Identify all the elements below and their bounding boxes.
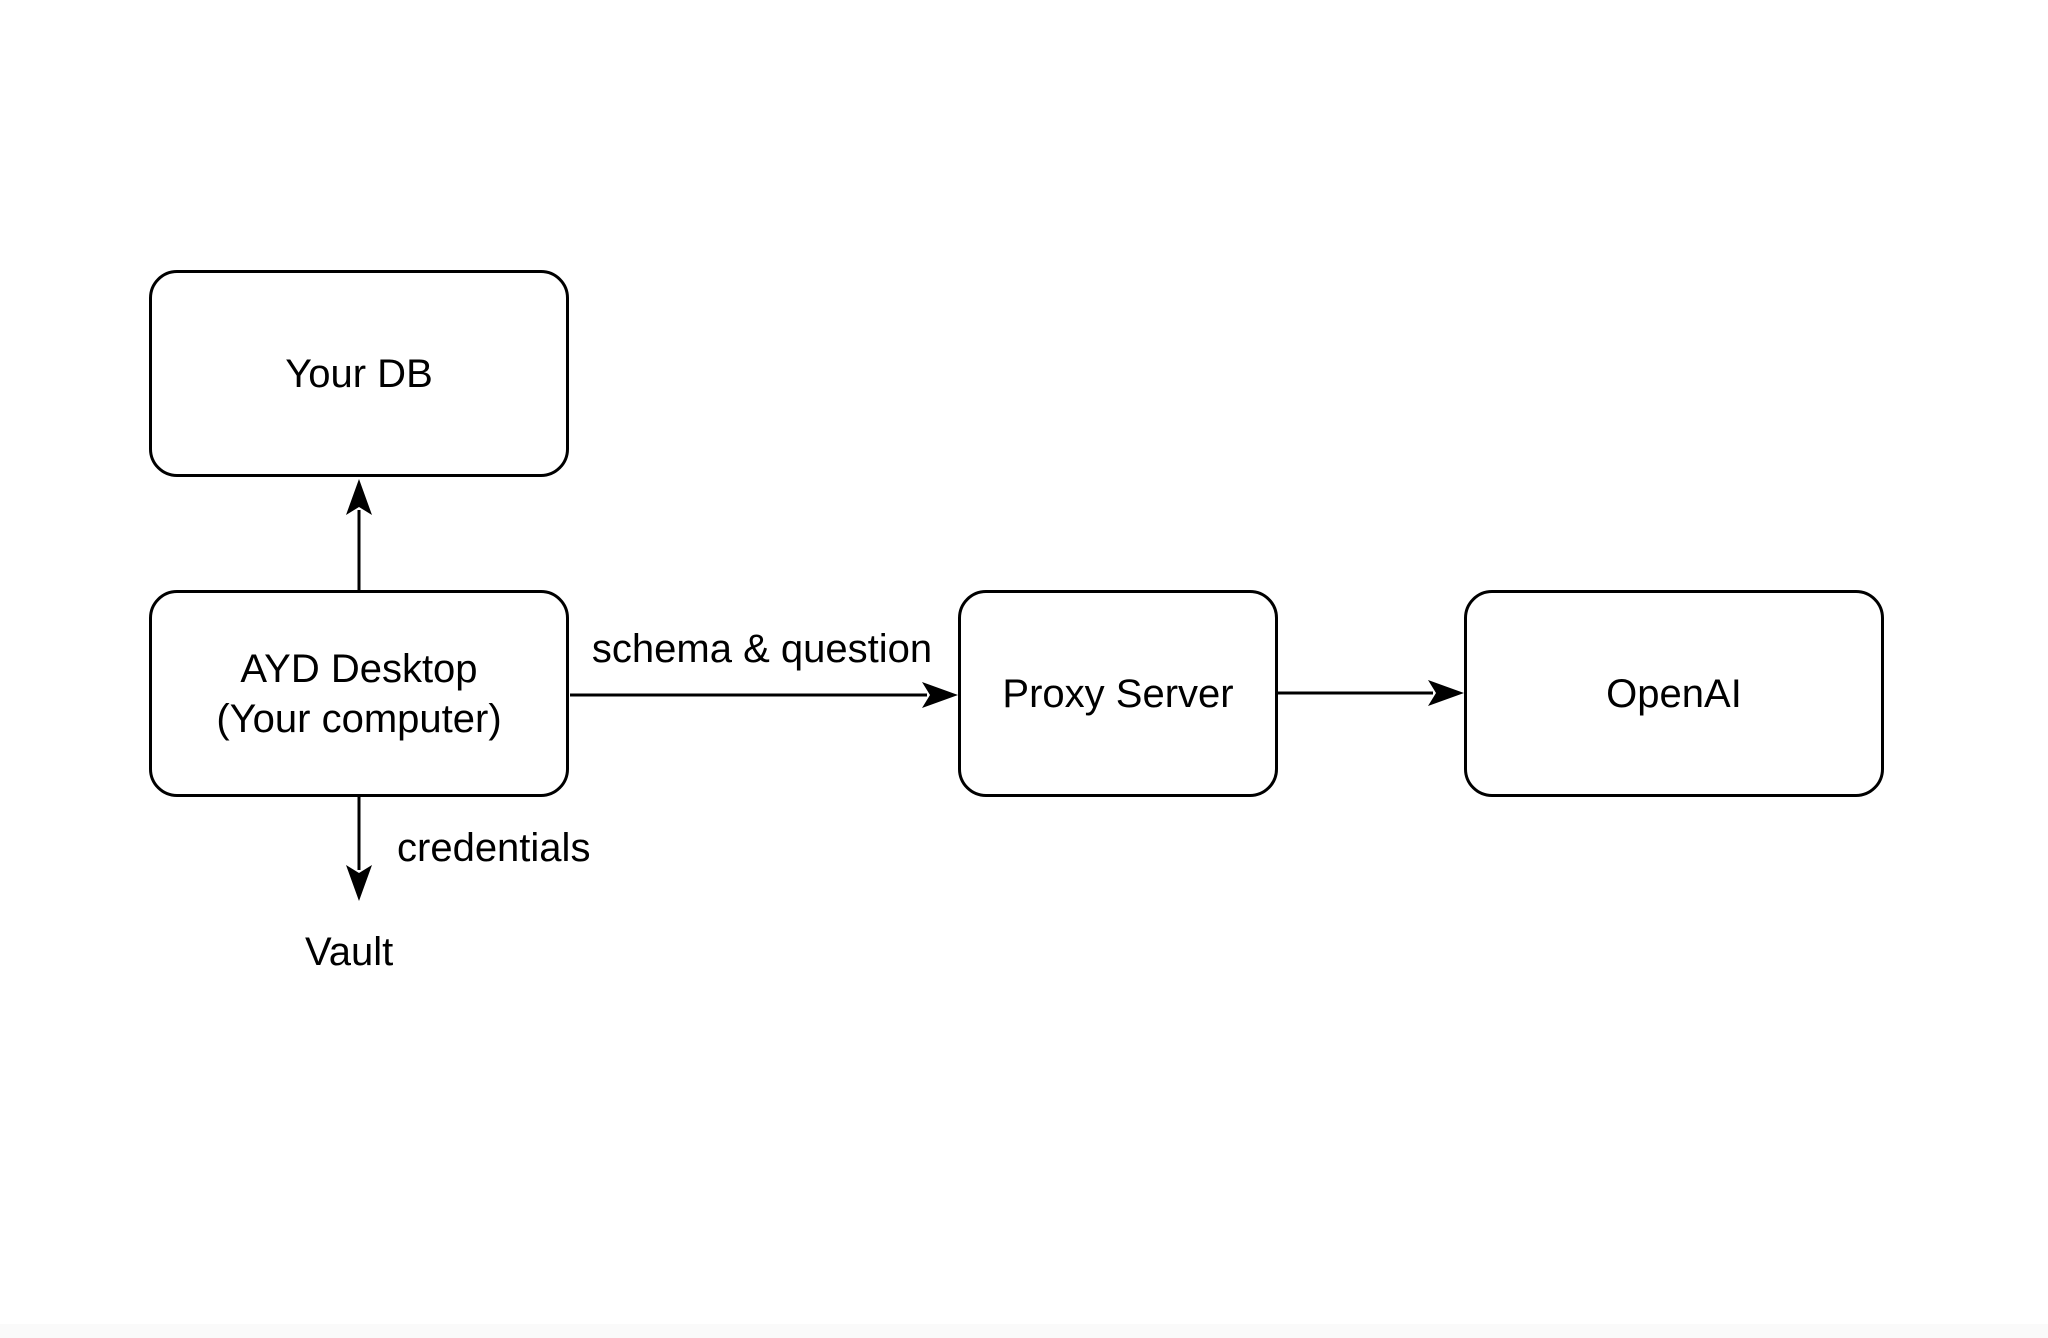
arrow-ayd-to-your-db bbox=[346, 479, 372, 592]
node-proxy-server: Proxy Server bbox=[958, 590, 1278, 797]
node-vault-label: Vault bbox=[305, 930, 394, 974]
node-proxy-server-label: Proxy Server bbox=[1002, 671, 1234, 716]
edge-label-credentials: credentials bbox=[397, 826, 591, 870]
arrow-ayd-to-proxy bbox=[570, 682, 958, 708]
arrow-ayd-to-vault bbox=[346, 797, 372, 901]
node-openai-label: OpenAI bbox=[1606, 671, 1742, 716]
node-your-db-label: Your DB bbox=[285, 351, 433, 396]
edge-label-schema-question: schema & question bbox=[591, 627, 933, 671]
node-ayd-desktop-label: AYD Desktop (Your computer) bbox=[216, 646, 502, 741]
node-openai: OpenAI bbox=[1464, 590, 1884, 797]
node-ayd-desktop: AYD Desktop (Your computer) bbox=[149, 590, 569, 797]
arrow-proxy-to-openai bbox=[1277, 680, 1464, 706]
horizontal-scrollbar-track[interactable] bbox=[0, 1324, 2048, 1338]
node-your-db: Your DB bbox=[149, 270, 569, 477]
